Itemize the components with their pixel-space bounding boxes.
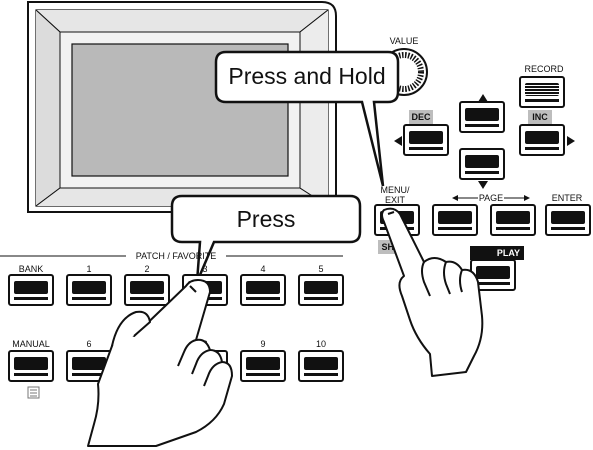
patch-button-2[interactable]	[124, 274, 170, 306]
patch-number-10: 10	[315, 339, 326, 349]
press-bubble	[170, 194, 362, 283]
press-and-hold-callout: Press and Hold	[228, 63, 386, 89]
press-callout: Press	[236, 206, 296, 232]
cursor-up-button[interactable]	[459, 101, 505, 133]
display-bevel-left	[35, 9, 61, 207]
enter-label: ENTER	[551, 193, 583, 203]
enter-button[interactable]	[545, 204, 591, 236]
bank-button[interactable]	[8, 274, 54, 306]
patch-button-10[interactable]	[298, 350, 344, 382]
value-knob-label: VALUE	[389, 36, 419, 46]
patch-button-8[interactable]	[182, 350, 228, 382]
patch-number-1: 1	[86, 264, 92, 274]
play-button[interactable]	[470, 259, 516, 291]
patch-button-1[interactable]	[66, 274, 112, 306]
patch-number-8: 8	[202, 339, 208, 349]
patch-favorite-title: PATCH / FAVORITE	[135, 251, 217, 261]
page-right-button[interactable]	[490, 204, 536, 236]
patch-button-7[interactable]	[124, 350, 170, 382]
shift-tag: SHI	[378, 240, 400, 254]
manual-label: MANUAL	[12, 339, 50, 349]
play-tag: PLAY	[470, 246, 524, 260]
inc-button[interactable]	[519, 124, 565, 156]
record-label: RECORD	[524, 64, 564, 74]
menu-exit-button[interactable]	[374, 204, 420, 236]
arrow-right-icon	[567, 136, 575, 146]
patch-number-7: 7	[144, 339, 150, 349]
patch-number-5: 5	[318, 264, 324, 274]
patch-button-3[interactable]	[182, 274, 228, 306]
inc-tag: INC	[528, 110, 552, 124]
page-left-button[interactable]	[432, 204, 478, 236]
arrow-down-icon	[478, 181, 488, 189]
patch-button-6[interactable]	[66, 350, 112, 382]
page-left-icon	[452, 195, 458, 201]
display-bevel-top	[35, 9, 329, 33]
cursor-down-button[interactable]	[459, 148, 505, 180]
menu-exit-label-line1: MENU/	[380, 185, 410, 195]
arrow-up-icon	[478, 94, 488, 102]
press-and-hold-bubble	[214, 50, 400, 187]
patch-number-4: 4	[260, 264, 266, 274]
dec-button[interactable]	[403, 124, 449, 156]
page-label: PAGE	[478, 193, 504, 203]
page-right-icon	[524, 195, 530, 201]
menu-list-icon	[27, 386, 40, 399]
patch-button-5[interactable]	[298, 274, 344, 306]
dec-tag: DEC	[409, 110, 433, 124]
patch-number-6: 6	[86, 339, 92, 349]
patch-number-9: 9	[260, 339, 266, 349]
patch-number-3: 3	[202, 264, 208, 274]
patch-button-4[interactable]	[240, 274, 286, 306]
display-bevel-right	[299, 9, 329, 207]
patch-button-9[interactable]	[240, 350, 286, 382]
arrow-left-icon	[394, 136, 402, 146]
bank-label: BANK	[18, 264, 44, 274]
record-button[interactable]	[519, 76, 565, 108]
menu-exit-label-line2: EXIT	[384, 195, 405, 205]
patch-number-2: 2	[144, 264, 150, 274]
manual-button[interactable]	[8, 350, 54, 382]
